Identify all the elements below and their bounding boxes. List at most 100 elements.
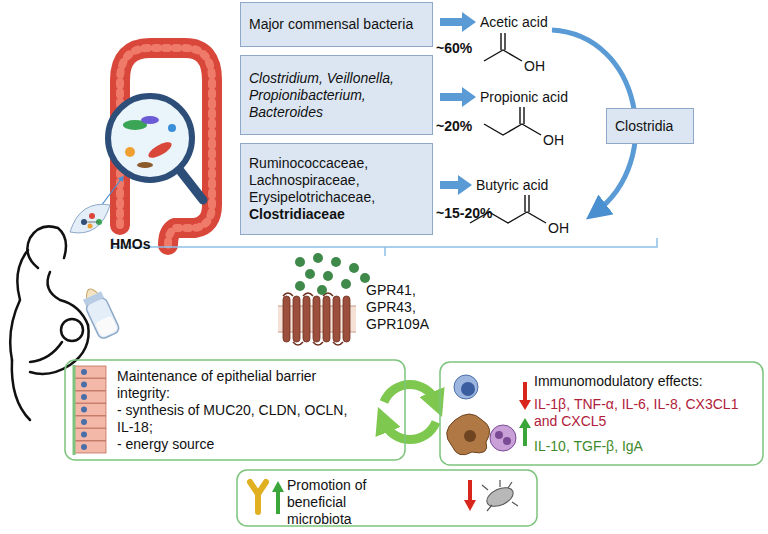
microbiota-icons: [272, 481, 284, 492]
mother-baby-drawing: [27, 226, 66, 268]
hmo-bubble: [89, 213, 95, 219]
microbiota-icons: [482, 480, 518, 511]
node-text: Maintenance of epithelial barrier integr…: [117, 368, 365, 402]
double-bond: [501, 33, 505, 50]
immune-cell-icons: [490, 425, 516, 451]
node-subtext: - energy source: [117, 436, 365, 453]
epithelial-cell: [74, 391, 106, 403]
scfa-dot: [341, 279, 351, 289]
effect-panel: Immunomodulatory effects: IL-1β, TNF-α, I…: [440, 362, 763, 465]
baby-bottle: [84, 287, 98, 298]
mother-baby-drawing: [10, 250, 28, 360]
helix: [313, 296, 320, 342]
magnifier: [168, 124, 176, 132]
immune-cell-icons: [495, 431, 503, 439]
effect-panel: Promotion of beneficial microbiota: [237, 470, 537, 534]
scfa-dot: [313, 253, 323, 263]
node-subtext: IL-10, TGF-β, IgA: [534, 438, 757, 455]
microbiota-icons: [468, 480, 472, 502]
percentage: ~60%: [436, 40, 472, 57]
scfa-dot: [323, 271, 333, 281]
mother-baby-drawing: [30, 342, 62, 362]
immune-cell-icons: [454, 375, 478, 399]
effect-panels: [440, 362, 763, 465]
baby-bottle: [79, 285, 120, 341]
helix: [323, 296, 330, 342]
effect-panels: [237, 470, 537, 526]
helix: [303, 296, 310, 342]
hmo-bubble: [88, 224, 93, 229]
epithelial-cell: [74, 379, 106, 391]
magnifier: [108, 96, 203, 200]
percentage: ~20%: [436, 118, 472, 135]
acid-name: Propionic acid: [480, 89, 568, 106]
hmo-bubble: [70, 178, 122, 233]
nucleus: [81, 382, 87, 388]
nucleus: [81, 394, 87, 400]
epithelial-cell: [74, 416, 106, 428]
nucleus: [81, 432, 87, 438]
double-bond: [520, 107, 524, 124]
bacteria-box: Ruminococcaceae, Lachnospiraceae, Erysip…: [240, 143, 433, 235]
cycle-arrows: [384, 384, 436, 439]
effect-panels: [65, 360, 405, 460]
epithelial-cell: [74, 366, 106, 378]
baby-bottle: [95, 315, 118, 337]
node-subtext: - synthesis of MUC20, CLDN, OCLN, IL-18;: [117, 402, 365, 436]
microbiota-icons: [484, 484, 516, 510]
block-arrows: [440, 87, 476, 107]
percentage: ~15-20%: [436, 205, 492, 222]
immune-cell-icons: [447, 375, 531, 455]
hydroxyl-label: OH: [543, 132, 564, 149]
effect-panels: [65, 360, 763, 526]
acid-name: Acetic acid: [480, 14, 548, 31]
scfa-dot: [305, 269, 315, 279]
block-arrows: [440, 175, 472, 195]
node-text: Ruminococcaceae, Lachnospiraceae, Erysip…: [249, 155, 424, 206]
scfa-dot: [295, 281, 305, 291]
chemical-structures: [470, 33, 546, 223]
immune-cell-icons: [503, 437, 511, 445]
receptor-names: GPR41, GPR43, GPR109A: [366, 282, 438, 333]
magnifier: [146, 139, 174, 161]
node-subtext: IL-1β, TNF-α, IL-6, IL-8, CX3CL1 and CXC…: [534, 396, 757, 430]
process-box: Clostridia: [606, 108, 694, 144]
nucleus: [81, 407, 87, 413]
node-text: Promotion of beneficial microbiota: [287, 477, 407, 528]
node-text: Major commensal bacteria: [249, 16, 424, 33]
magnifier: [141, 116, 159, 124]
hydroxyl-label: OH: [548, 220, 569, 237]
scfa-dot: [317, 285, 327, 295]
magnifier: [108, 96, 192, 180]
immune-cell-icons: [461, 382, 475, 396]
block-arrows: [440, 12, 476, 32]
immune-cell-icons: [464, 430, 476, 442]
brush-border: [73, 365, 76, 455]
nucleus: [81, 369, 87, 375]
acid-name: Butyric acid: [476, 177, 548, 194]
bacteria-box: Major commensal bacteria: [240, 2, 433, 47]
helix: [283, 296, 290, 342]
microbiota-icons: [250, 482, 266, 512]
double-bond: [525, 195, 529, 212]
hmo-label: HMOs: [110, 236, 150, 253]
helix: [333, 296, 340, 342]
hmo-bubble: [84, 222, 99, 223]
epithelium-icon: [74, 365, 106, 455]
block-arrows: [440, 12, 476, 195]
mother-baby-drawing: [61, 319, 83, 341]
epithelial-cell: [74, 429, 106, 441]
immune-cell-icons: [523, 426, 527, 446]
mother-baby-drawing: [48, 272, 88, 325]
microbiota-icons: [464, 500, 476, 511]
bond-chain: [484, 124, 541, 135]
node-text: Immunomodulatory effects:: [534, 373, 757, 390]
receptor-icon: [278, 293, 356, 345]
magnifier: [178, 168, 203, 200]
microbiota-icons: [276, 490, 280, 514]
node-subtext: Clostridiaceae: [249, 206, 424, 223]
loop: [283, 293, 343, 345]
epithelial-cell: [74, 441, 106, 453]
effect-panel: Maintenance of epithelial barrier integr…: [65, 360, 405, 460]
